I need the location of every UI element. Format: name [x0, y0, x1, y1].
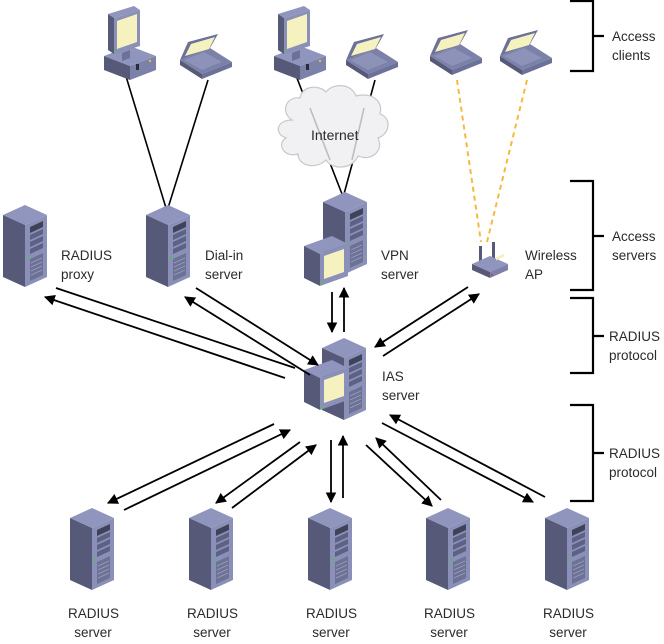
- dial-in-server-label: Dial-in server: [205, 248, 244, 282]
- link-laptop1-dialin: [167, 79, 209, 209]
- tier-label-access-clients: Access clients: [612, 29, 656, 63]
- arrow-ias-to-proxy: [43, 294, 286, 379]
- wireless-link-1: [456, 79, 482, 243]
- link-desktop1-dialin: [124, 72, 167, 209]
- radius-server-2-label: RADIUS server: [187, 606, 239, 640]
- lower-radius-arrows: [107, 414, 546, 511]
- ias-server-label: IAS server: [382, 369, 420, 403]
- bracket-access-servers: [570, 179, 604, 292]
- radius-server-4-icon: [425, 507, 471, 591]
- laptop-client-1: [180, 34, 232, 79]
- arrow-ias-to-radius-4: [365, 444, 433, 507]
- laptop-client-4: [500, 30, 552, 75]
- wireless-ap-label: Wireless AP: [525, 248, 577, 282]
- arrow-ap-to-ias: [374, 286, 469, 348]
- radius-proxy-icon: [2, 204, 48, 288]
- bracket-radius-upper: [570, 296, 604, 375]
- laptop-client-3: [430, 30, 482, 75]
- desktop-client-1: [104, 6, 156, 80]
- bracket-radius-lower: [570, 403, 604, 503]
- arrow-ias-to-radius-2: [215, 441, 301, 504]
- radius-server-2-icon: [188, 507, 234, 591]
- arrow-ias-to-radius-1: [107, 423, 275, 504]
- radius-server-1-icon: [69, 507, 115, 591]
- link-through-cloud-b: [351, 107, 365, 161]
- vpn-server-label: VPN server: [381, 248, 419, 282]
- radius-proxy-label: RADIUS proxy: [61, 248, 113, 282]
- arrow-ias-to-dialin: [184, 296, 311, 376]
- arrow-dialin-to-ias: [195, 287, 319, 366]
- dial-in-server-icon: [145, 204, 191, 288]
- radius-server-1-label: RADIUS server: [68, 606, 120, 640]
- radius-server-3-icon: [307, 507, 353, 591]
- arrow-radius-4-to-ias: [375, 437, 442, 501]
- arrow-radius-1-to-ias: [123, 429, 291, 511]
- link-through-cloud-a: [309, 107, 331, 161]
- radius-server-4-label: RADIUS server: [424, 606, 476, 640]
- wireless-ap-icon: [472, 242, 508, 278]
- bracket-access-clients: [570, 0, 604, 73]
- wireless-link-2: [486, 79, 528, 243]
- tier-label-radius-protocol-lower: RADIUS protocol: [609, 446, 661, 480]
- desktop-client-2: [274, 6, 326, 80]
- radius-server-5-icon: [544, 507, 590, 591]
- laptop-client-2: [346, 34, 398, 79]
- tier-label-radius-protocol-upper: RADIUS protocol: [609, 329, 661, 363]
- upper-radius-arrows: [43, 286, 480, 379]
- internet-cloud: [277, 85, 389, 168]
- radius-server-5-label: RADIUS server: [543, 606, 595, 640]
- vpn-server-monitor-icon: [304, 236, 348, 286]
- radius-server-3-label: RADIUS server: [306, 606, 358, 640]
- arrow-ias-to-ap: [382, 293, 480, 357]
- tier-brackets: [570, 0, 604, 503]
- arrow-radius-5-to-ias: [389, 414, 546, 498]
- internet-label: Internet: [311, 127, 359, 143]
- tier-label-access-servers: Access servers: [612, 229, 657, 263]
- arrow-radius-2-to-ias: [231, 444, 317, 509]
- arrow-proxy-to-ias: [55, 287, 296, 369]
- arrow-ias-to-radius-5: [381, 422, 534, 503]
